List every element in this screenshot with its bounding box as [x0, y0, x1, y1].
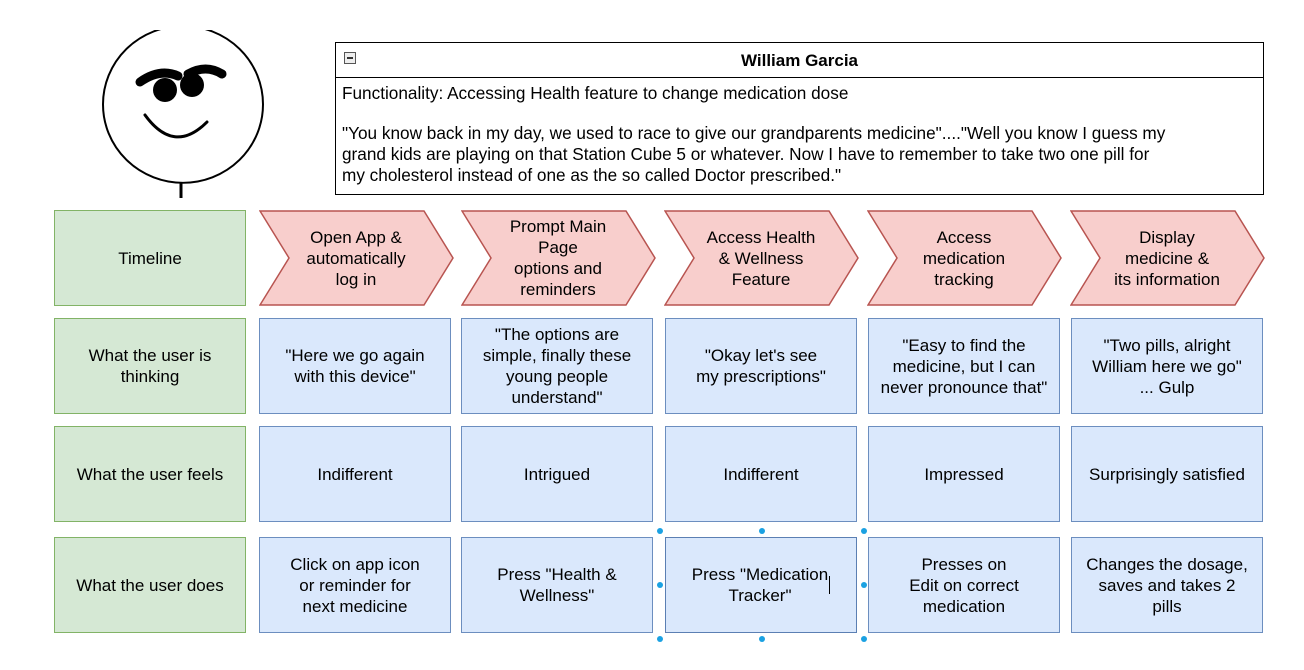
chevron-shape [461, 210, 656, 306]
resize-handle-sw[interactable] [657, 636, 663, 642]
row-label-thinking[interactable]: What the user is thinking [54, 318, 246, 414]
timeline-step-label: Display medicine & its information [1114, 227, 1220, 289]
feels-cell-3[interactable]: Indifferent [665, 426, 857, 522]
feels-cell-2[interactable]: Intrigued [461, 426, 653, 522]
does-cell-1[interactable]: Click on app icon or reminder for next m… [259, 537, 451, 633]
row-label-does[interactable]: What the user does [54, 537, 246, 633]
timeline-step-label: Prompt Main Page options and reminders [509, 217, 607, 299]
timeline-step-2[interactable]: Prompt Main Page options and reminders [461, 210, 657, 306]
persona-card: William Garcia Functionality: Accessing … [335, 42, 1264, 195]
collapse-icon[interactable] [344, 52, 356, 64]
row-label-feels[interactable]: What the user feels [54, 426, 246, 522]
timeline-step-1[interactable]: Open App & automatically log in [259, 210, 455, 306]
resize-handle-n[interactable] [759, 528, 765, 534]
chevron-shape [867, 210, 1062, 306]
resize-handle-nw[interactable] [657, 528, 663, 534]
persona-card-body: Functionality: Accessing Health feature … [342, 83, 1257, 186]
thinking-cell-4[interactable]: "Easy to find the medicine, but I can ne… [868, 318, 1060, 414]
feels-cell-5[interactable]: Surprisingly satisfied [1071, 426, 1263, 522]
does-cell-3-selected[interactable]: Press "Medication Tracker" [665, 537, 857, 633]
persona-name: William Garcia [740, 51, 858, 70]
resize-handle-se[interactable] [861, 636, 867, 642]
thinking-cell-5[interactable]: "Two pills, alright William here we go" … [1071, 318, 1263, 414]
does-cell-4[interactable]: Presses on Edit on correct medication [868, 537, 1060, 633]
persona-card-header: William Garcia [336, 43, 1263, 78]
chevron-shape [664, 210, 859, 306]
resize-handle-w[interactable] [657, 582, 663, 588]
persona-quote-line: my cholesterol instead of one as the so … [342, 165, 842, 185]
does-cell-5[interactable]: Changes the dosage, saves and takes 2 pi… [1071, 537, 1263, 633]
feels-cell-4[interactable]: Impressed [868, 426, 1060, 522]
row-label-timeline[interactable]: Timeline [54, 210, 246, 306]
timeline-step-3[interactable]: Access Health & Wellness Feature [664, 210, 860, 306]
timeline-step-label: Access Health & Wellness Feature [706, 227, 816, 289]
timeline-step-5[interactable]: Display medicine & its information [1070, 210, 1266, 306]
does-cell-2[interactable]: Press "Health & Wellness" [461, 537, 653, 633]
thinking-cell-2[interactable]: "The options are simple, finally these y… [461, 318, 653, 414]
timeline-step-4[interactable]: Access medication tracking [867, 210, 1063, 306]
persona-quote-line: "You know back in my day, we used to rac… [342, 123, 1166, 143]
persona-functionality: Functionality: Accessing Health feature … [342, 83, 849, 103]
does-cell-3-text[interactable]: Press "Medication Tracker" [691, 565, 829, 605]
persona-quote-line: grand kids are playing on that Station C… [342, 144, 1150, 164]
text-caret [829, 576, 831, 594]
resize-handle-s[interactable] [759, 636, 765, 642]
persona-stick-figure [102, 30, 264, 198]
timeline-step-label: Open App & automatically log in [306, 227, 406, 289]
thinking-cell-1[interactable]: "Here we go again with this device" [259, 318, 451, 414]
resize-handle-ne[interactable] [861, 528, 867, 534]
thinking-cell-3[interactable]: "Okay let's see my prescriptions" [665, 318, 857, 414]
chevron-shape [1070, 210, 1265, 306]
resize-handle-e[interactable] [861, 582, 867, 588]
chevron-shape [259, 210, 454, 306]
timeline-step-label: Access medication tracking [922, 227, 1006, 289]
feels-cell-1[interactable]: Indifferent [259, 426, 451, 522]
